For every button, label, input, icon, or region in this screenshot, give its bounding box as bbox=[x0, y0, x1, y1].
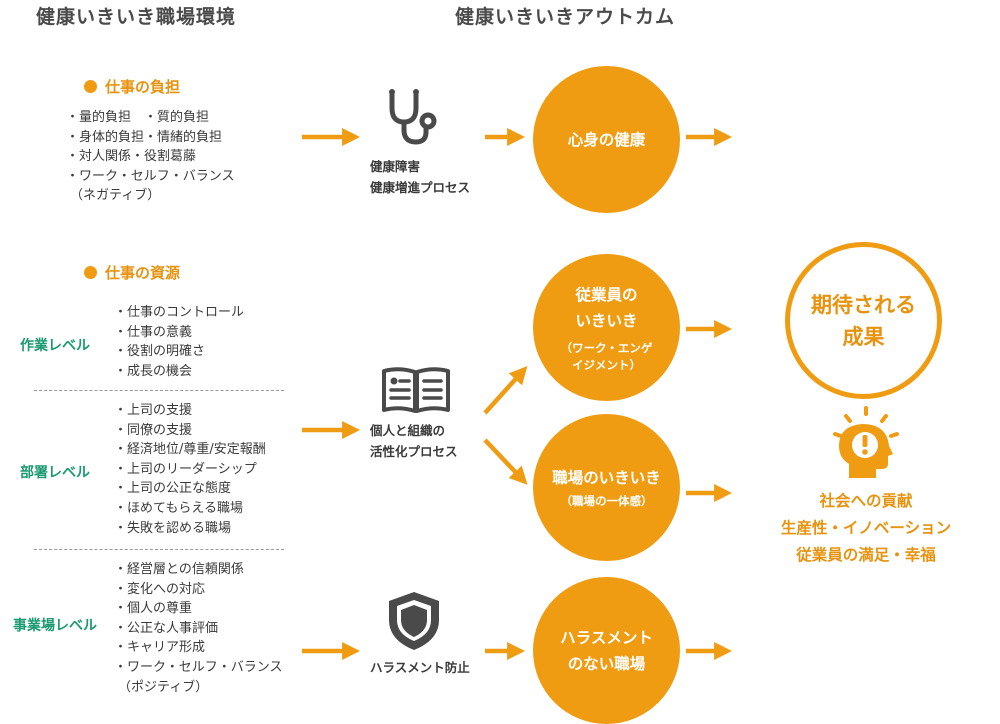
list-item: ・公正な人事評価 bbox=[114, 620, 219, 636]
list-item: ・身体的負担・情緒的負担 bbox=[66, 129, 223, 145]
list-item: ・上司のリーダーシップ bbox=[114, 461, 257, 477]
expected-results-circle: 期待される 成果 bbox=[785, 242, 942, 399]
level-label-workplace: 事業場レベル bbox=[13, 618, 97, 634]
lightbulb-head-icon bbox=[833, 406, 899, 478]
outcome-main-text: 従業員の bbox=[575, 285, 638, 304]
outcome-main-text: のない職場 bbox=[567, 654, 646, 673]
list-item: ・上司の支援 bbox=[114, 403, 193, 418]
contributions-list: 社会への貢献 生産性・イノベーション 従業員の満足・幸福 bbox=[771, 488, 961, 569]
list-item: ・役割の明確さ bbox=[114, 344, 206, 360]
list-item: ・上司の公正な態度 bbox=[114, 481, 232, 497]
list-item: ・変化への対応 bbox=[114, 581, 206, 597]
book-icon bbox=[382, 367, 450, 413]
arrow-up-right-icon bbox=[483, 365, 528, 415]
health-process-label: 健康障害 健康増進プロセス bbox=[370, 156, 470, 198]
list-item: ・ワーク・セルフ・バランス bbox=[66, 168, 235, 184]
list-item: ・経済地位/尊重/安定報酬 bbox=[114, 442, 266, 458]
list-item: ・ほめてもらえる職場 bbox=[114, 500, 243, 516]
contribution-item: 従業員の満足・幸福 bbox=[796, 546, 936, 564]
outcome-sub-text: イジメント） bbox=[572, 357, 641, 372]
workplace-level-list: ・経営層との信頼関係 ・変化への対応 ・個人の尊重 ・公正な人事評価 ・キャリア… bbox=[114, 560, 282, 697]
list-item: ・キャリア形成 bbox=[114, 640, 206, 656]
department-level-list: ・上司の支援 ・同僚の支援 ・経済地位/尊重/安定報酬 ・上司のリーダーシップ … bbox=[114, 401, 266, 538]
list-item: ・同僚の支援 bbox=[114, 422, 193, 438]
resources-title: 仕事の資源 bbox=[105, 264, 181, 282]
burden-section-title: 仕事の負担 bbox=[84, 76, 180, 97]
list-item: ・個人の尊重 bbox=[114, 601, 193, 617]
burden-title: 仕事の負担 bbox=[105, 78, 181, 96]
list-item: ・ワーク・セルフ・バランス bbox=[114, 659, 283, 675]
outcome-main-text: 職場のいきいき bbox=[552, 469, 661, 487]
outcome-main-text: 心身の健康 bbox=[567, 130, 646, 149]
right-header: 健康いきいきアウトカム bbox=[455, 6, 676, 28]
outcome-workplace-circle: 職場のいきいき （職場の一体感） bbox=[533, 414, 680, 561]
outcome-engagement-circle: 従業員の いきいき （ワーク・エンゲ イジメント） bbox=[533, 254, 680, 401]
outcome-health-circle: 心身の健康 bbox=[533, 66, 680, 213]
level-label-task: 作業レベル bbox=[20, 338, 90, 354]
contribution-item: 生産性・イノベーション bbox=[780, 519, 952, 537]
list-item: （ネガティブ） bbox=[70, 188, 161, 204]
level-divider bbox=[34, 390, 284, 391]
list-item: ・量的負担 ・質的負担 bbox=[66, 110, 210, 125]
list-item: ・成長の機会 bbox=[114, 363, 193, 379]
dot-icon bbox=[84, 80, 97, 93]
dot-icon bbox=[84, 266, 97, 279]
outcome-main-text: いきいき bbox=[575, 311, 638, 330]
outcome-sub-text: （職場の一体感） bbox=[560, 494, 653, 508]
outcome-sub-text: （ワーク・エンゲ bbox=[560, 340, 653, 355]
result-title-line: 期待される bbox=[811, 292, 916, 317]
left-header: 健康いきいき職場環境 bbox=[36, 6, 237, 28]
list-item: ・失敗を認める職場 bbox=[114, 520, 232, 536]
resources-section-title: 仕事の資源 bbox=[84, 262, 180, 283]
motivation-process-label: 個人と組織の 活性化プロセス bbox=[370, 420, 458, 462]
process-label-line: 健康増進プロセス bbox=[370, 180, 471, 195]
contribution-item: 社会への貢献 bbox=[819, 492, 913, 510]
stethoscope-icon bbox=[389, 89, 437, 145]
list-item: ・対人関係・役割葛藤 bbox=[66, 149, 197, 165]
harassment-process-label: ハラスメント防止 bbox=[370, 660, 470, 675]
burden-list: ・量的負担 ・質的負担 ・身体的負担・情緒的負担 ・対人関係・役割葛藤 ・ワーク… bbox=[66, 108, 234, 206]
process-label-line: 活性化プロセス bbox=[370, 444, 458, 459]
task-level-list: ・仕事のコントロール ・仕事の意義 ・役割の明確さ ・成長の機会 bbox=[114, 303, 244, 381]
process-label-line: 健康障害 bbox=[370, 159, 421, 174]
list-item: ・仕事のコントロール bbox=[114, 305, 245, 320]
outcome-harassment-circle: ハラスメント のない職場 bbox=[533, 577, 680, 724]
list-item: ・仕事の意義 bbox=[114, 324, 193, 340]
arrow-down-right-icon bbox=[483, 438, 528, 485]
shield-icon bbox=[389, 592, 439, 650]
list-item: （ポジティブ） bbox=[118, 679, 209, 695]
result-title-line: 成果 bbox=[842, 324, 885, 349]
level-divider bbox=[34, 549, 284, 550]
list-item: ・経営層との信頼関係 bbox=[114, 562, 244, 577]
level-label-department: 部署レベル bbox=[20, 465, 90, 481]
process-label-line: 個人と組織の bbox=[370, 423, 446, 438]
outcome-main-text: ハラスメント bbox=[560, 628, 653, 647]
